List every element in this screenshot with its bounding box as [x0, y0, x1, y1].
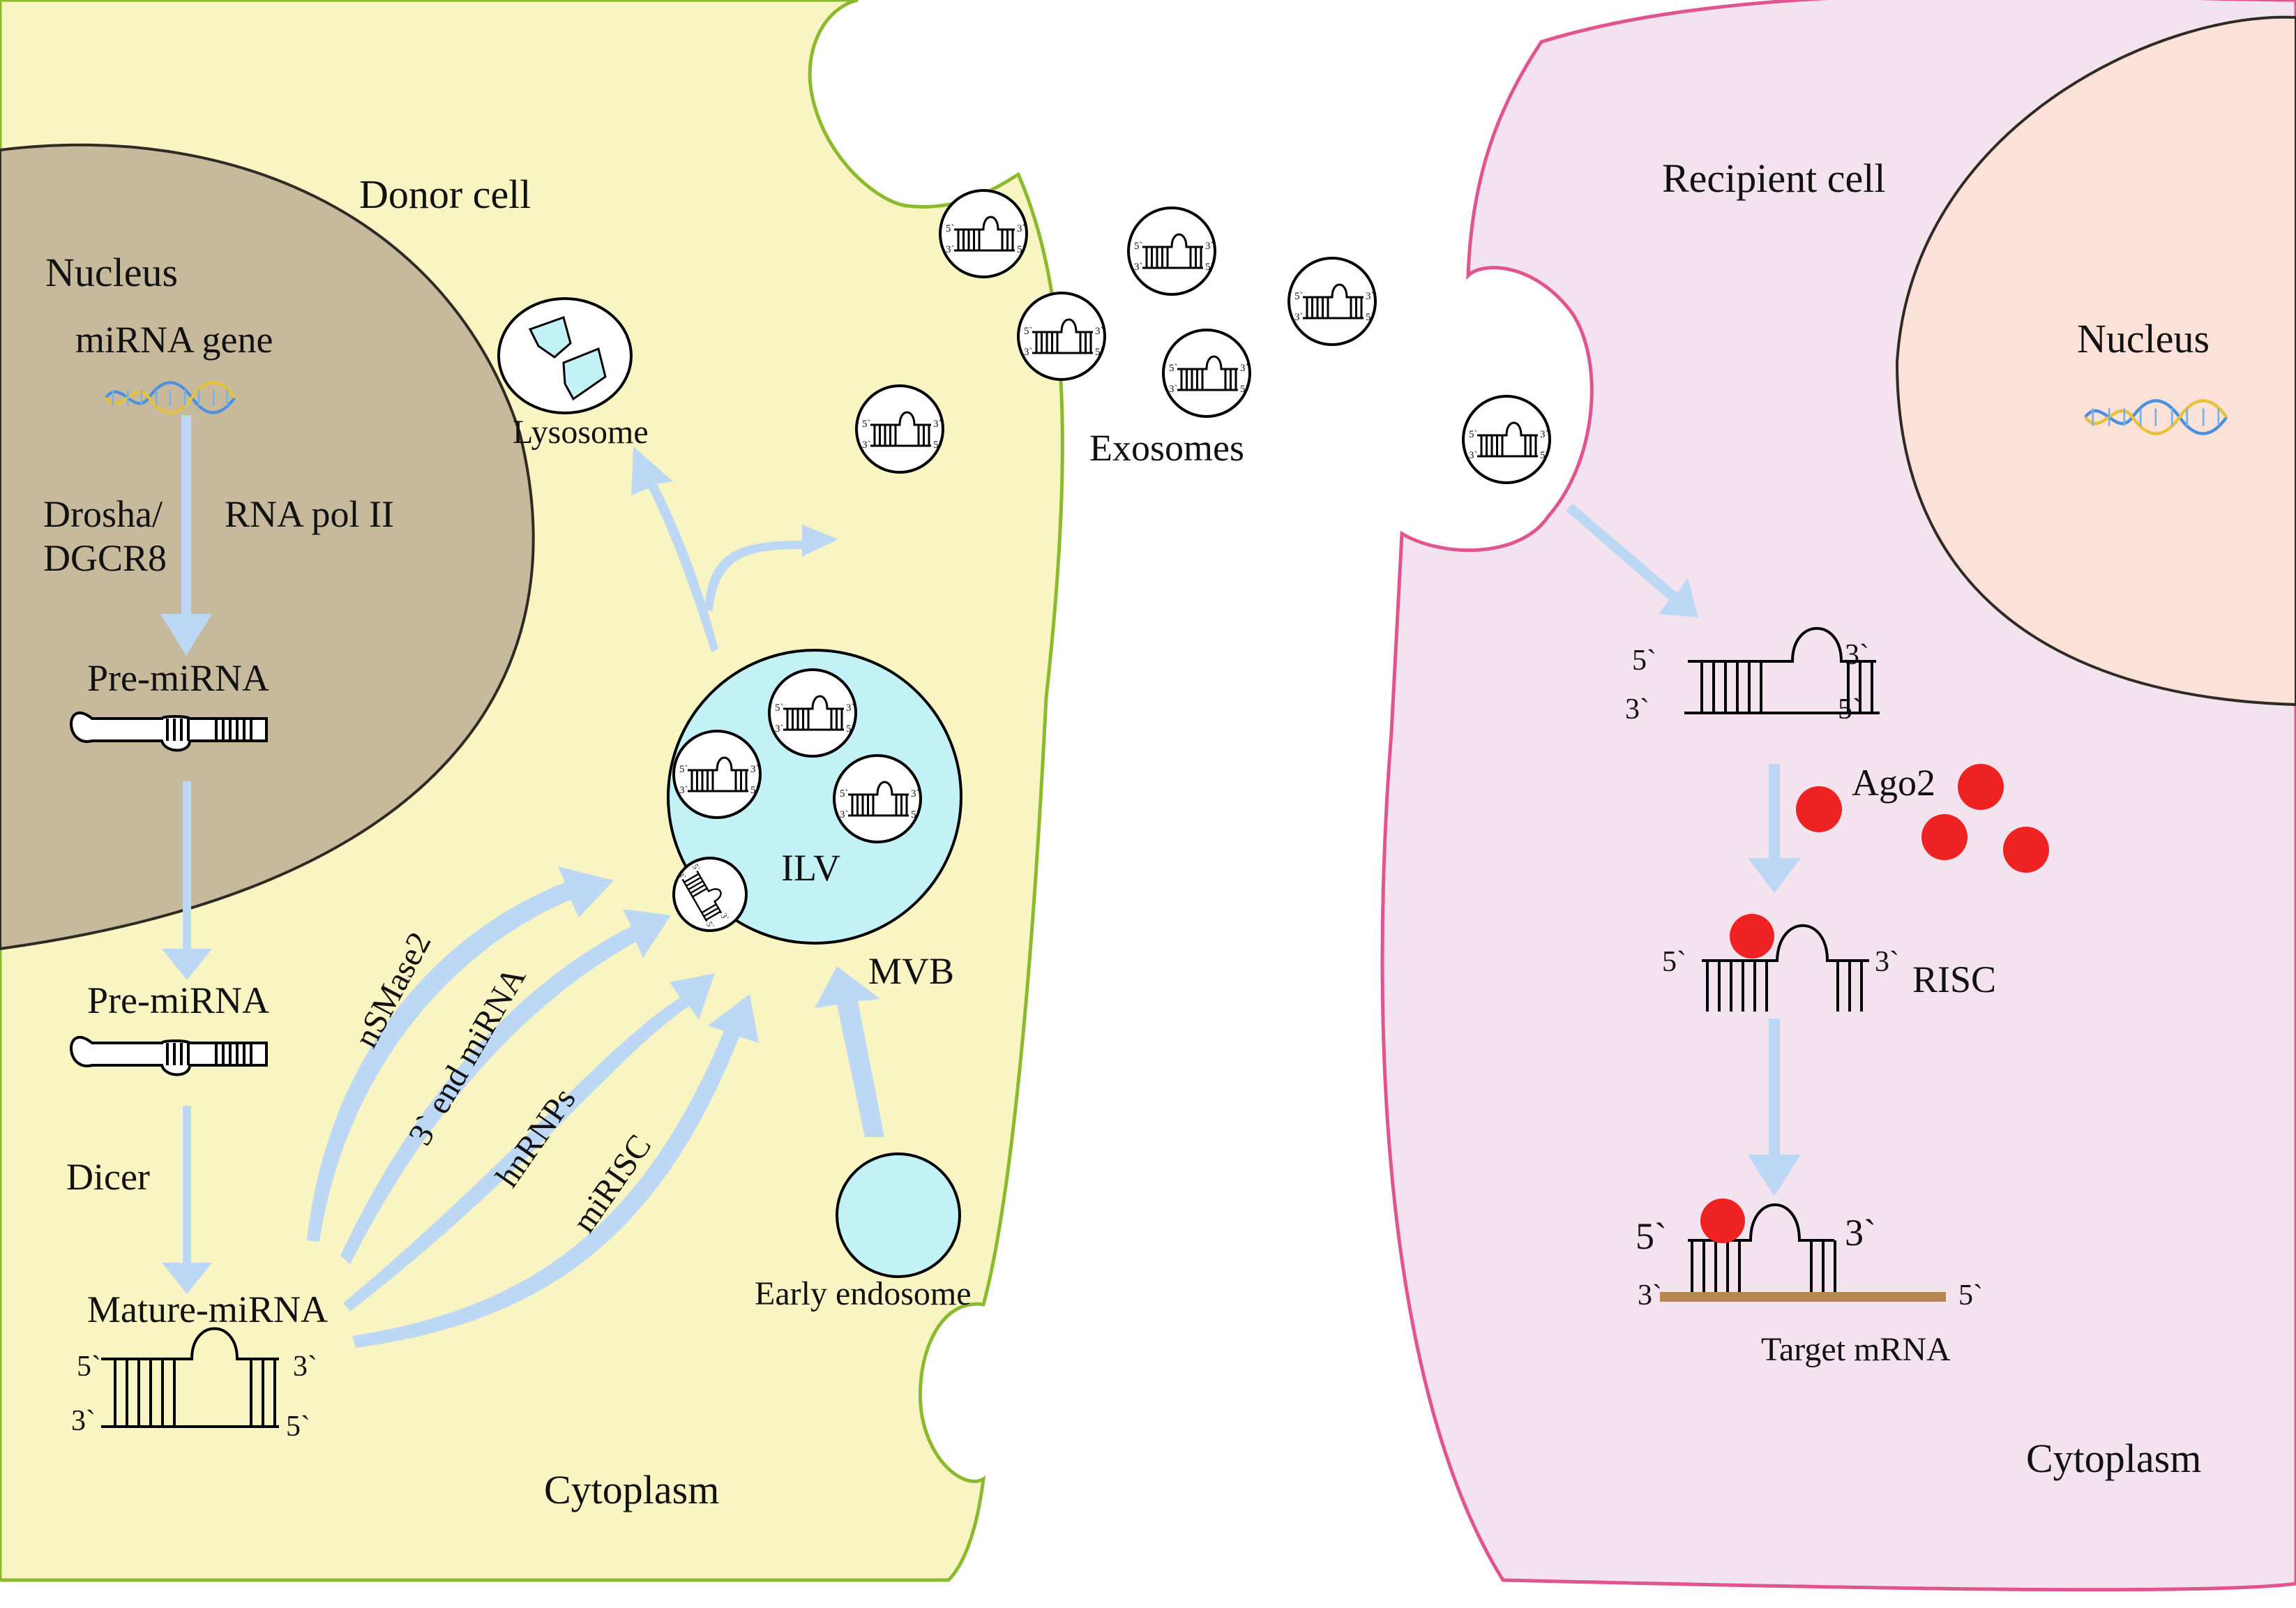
risc-3prime: 3`	[1875, 946, 1899, 978]
exosome	[939, 189, 1028, 278]
risc-5prime: 5`	[1662, 946, 1686, 978]
arrow-mvb-to-exosomes	[704, 525, 838, 610]
recipient-duplex-3prime-top: 3`	[1845, 639, 1869, 671]
pre-mirna-cytoplasm-label: Pre-miRNA	[87, 979, 269, 1021]
mature-mirna-duplex-icon	[101, 1327, 279, 1428]
arrow-mirisc	[352, 994, 759, 1348]
exosome-entering-recipient	[1462, 395, 1551, 484]
arrow-exosome-to-recipient	[1566, 504, 1698, 617]
early-endosome	[836, 1152, 961, 1278]
lysosome-label: Lysosome	[513, 414, 649, 451]
recipient-duplex-5prime-top: 5`	[1632, 645, 1656, 677]
mature-5prime-top: 5`	[77, 1351, 101, 1383]
exosome	[1017, 292, 1106, 381]
exosome	[1287, 257, 1377, 346]
donor-cytoplasm-label: Cytoplasm	[544, 1467, 719, 1512]
lysosome-fragment-icon	[528, 316, 572, 359]
mvb	[667, 649, 962, 945]
target-5prime: 5`	[1636, 1215, 1667, 1257]
ago2-protein	[1958, 764, 2004, 810]
lysosome	[497, 297, 633, 414]
ago2-protein	[1921, 814, 1968, 860]
donor-nucleus-label: Nucleus	[45, 250, 178, 295]
early-endosome-label: Early endosome	[755, 1275, 972, 1312]
ilv-budding	[672, 857, 748, 932]
target-mrna-strand	[1660, 1292, 1946, 1302]
donor-nucleus	[0, 143, 535, 951]
dicer-label: Dicer	[66, 1156, 150, 1198]
recipient-nucleus	[1895, 15, 2296, 707]
target-3prime-top: 3`	[1845, 1212, 1876, 1254]
mature-mirna-label: Mature-miRNA	[87, 1288, 328, 1330]
ilv	[768, 668, 857, 758]
risc-complex-icon	[1702, 914, 1869, 1012]
target-3prime-bottom: 3`	[1638, 1279, 1662, 1312]
recipient-mirna-duplex-icon	[1684, 626, 1880, 714]
arrow-early-endosome-to-mvb	[815, 966, 884, 1137]
arrow-dicer	[162, 1106, 212, 1294]
arrow-hnrnps	[343, 973, 715, 1312]
recipient-cell-label: Recipient cell	[1662, 156, 1885, 201]
rna-pol-label: RNA pol II	[225, 493, 394, 535]
drosha-label-line2: DGCR8	[43, 537, 167, 579]
exosome	[1162, 329, 1251, 418]
mirna-gene-label: miRNA gene	[75, 319, 273, 361]
arrow-premirna-export	[162, 781, 212, 980]
recipient-nucleus-label: Nucleus	[2077, 316, 2210, 361]
arrow-gene-to-premirna	[160, 415, 212, 656]
drosha-label-line1: Drosha/	[43, 493, 163, 535]
exosome	[855, 384, 944, 474]
ilv-label: ILV	[781, 847, 840, 889]
exosomes-label: Exosomes	[1089, 427, 1244, 469]
target-mrna-label: Target mRNA	[1761, 1331, 1951, 1368]
ilv	[672, 730, 762, 819]
recipient-duplex-3prime-bottom: 3`	[1625, 693, 1649, 726]
ago2-protein	[1796, 786, 1842, 832]
recipient-cytoplasm-label: Cytoplasm	[2026, 1436, 2201, 1481]
mature-5prime-bottom: 5`	[286, 1411, 310, 1443]
ago2-protein	[2003, 827, 2049, 873]
ago2-label: Ago2	[1852, 762, 1935, 804]
arrow-risc-to-target	[1748, 1019, 1801, 1196]
mature-3prime-bottom: 3`	[71, 1405, 96, 1437]
exosome	[1127, 206, 1216, 296]
recipient-duplex-5prime-bottom: 5`	[1838, 693, 1862, 726]
pre-mirna-nuclear-label: Pre-miRNA	[87, 657, 269, 699]
arrow-nsmase2	[307, 866, 614, 1242]
donor-cell-label: Donor cell	[359, 172, 531, 217]
ilv	[833, 754, 922, 843]
risc-label: RISC	[1912, 959, 1996, 1000]
mvb-label: MVB	[868, 950, 954, 992]
arrow-to-risc	[1748, 764, 1801, 893]
arrow-mvb-to-lysosome	[631, 446, 718, 652]
lysosome-fragment-icon	[562, 347, 607, 401]
biogenesis-arrows	[160, 415, 1801, 1348]
target-5prime-bottom: 5`	[1958, 1279, 1983, 1312]
target-mrna-complex-icon	[1660, 1199, 1946, 1302]
mature-3prime-top: 3`	[293, 1351, 317, 1383]
arrow-3end	[340, 909, 671, 1264]
